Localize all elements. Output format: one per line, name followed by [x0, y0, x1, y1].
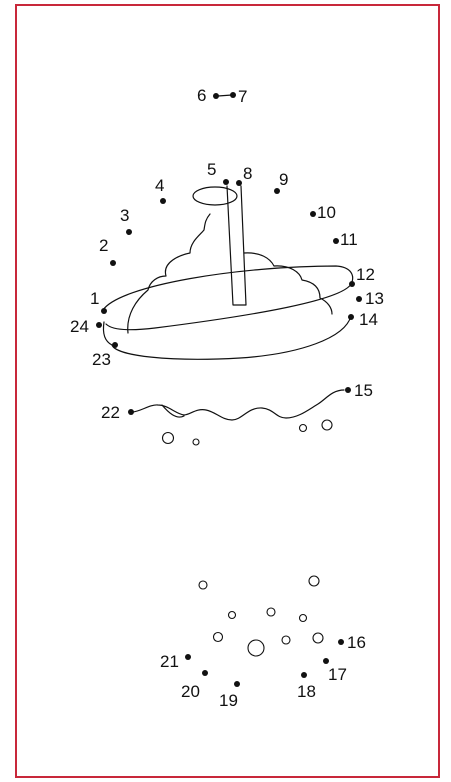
bubble: [227, 610, 237, 620]
bubble: [321, 419, 333, 431]
dot-8: [236, 180, 242, 186]
dot-14: [348, 314, 354, 320]
dot-label-24: 24: [70, 317, 89, 336]
dot-5: [223, 179, 229, 185]
dot-label-20: 20: [181, 682, 200, 701]
dot-9: [274, 188, 280, 194]
dot-label-13: 13: [365, 289, 384, 308]
dot-label-3: 3: [120, 206, 129, 225]
dot-12: [349, 281, 355, 287]
numbered-dots[interactable]: 1 2 3 4 5 6 7 8 9 10 11 12 13 14 15 16 1: [70, 86, 384, 710]
dot-label-4: 4: [155, 176, 164, 195]
dot-19: [234, 681, 240, 687]
dot-17: [323, 658, 329, 664]
dot-label-12: 12: [356, 265, 375, 284]
bubble: [281, 635, 291, 645]
dot-20: [202, 670, 208, 676]
dot-label-5: 5: [207, 160, 216, 179]
dot-16: [338, 639, 344, 645]
bubble: [308, 575, 320, 587]
dish-outline: [102, 265, 354, 360]
cream-mound-outline: [127, 213, 333, 334]
bubble: [161, 431, 175, 445]
dot-label-22: 22: [101, 403, 120, 422]
dot-13: [356, 296, 362, 302]
dot-1: [101, 308, 107, 314]
dot-4: [160, 198, 166, 204]
bubble: [192, 438, 200, 446]
bubble: [312, 632, 324, 644]
dot-15: [345, 387, 351, 393]
dot-label-11: 11: [340, 230, 358, 249]
dot-label-16: 16: [347, 633, 366, 652]
bubble: [198, 580, 208, 590]
bubble: [212, 631, 224, 643]
dot-label-14: 14: [359, 310, 378, 329]
bubbles: [161, 419, 333, 657]
dot-label-8: 8: [243, 164, 252, 183]
dot-6: [213, 93, 219, 99]
dot-21: [185, 654, 191, 660]
dot-label-9: 9: [279, 170, 288, 189]
dot-label-17: 17: [328, 665, 347, 684]
dot-label-15: 15: [354, 381, 373, 400]
dot-label-21: 21: [160, 652, 179, 671]
dot-23: [112, 342, 118, 348]
dot-18: [301, 672, 307, 678]
dot-label-10: 10: [317, 203, 336, 222]
stick-outline: [192, 185, 247, 306]
dot-label-2: 2: [99, 236, 108, 255]
dot-label-1: 1: [90, 289, 99, 308]
dot-7: [230, 92, 236, 98]
dot-label-6: 6: [197, 86, 206, 105]
dot-label-18: 18: [297, 682, 316, 701]
dot-3: [126, 229, 132, 235]
dot-24: [96, 322, 102, 328]
worksheet-frame: [15, 4, 440, 778]
dot-label-7: 7: [238, 87, 247, 106]
bubble: [298, 613, 308, 623]
dot-22: [128, 409, 134, 415]
dot-label-23: 23: [92, 350, 111, 369]
cloud-outline: [131, 389, 345, 421]
bubble: [247, 639, 265, 657]
dot-10: [310, 211, 316, 217]
bubble: [298, 423, 308, 433]
bubble: [266, 607, 276, 617]
dot-label-19: 19: [219, 691, 238, 710]
dot-11: [333, 238, 339, 244]
dot-connector-6-7: [217, 94, 233, 97]
dot-2: [110, 260, 116, 266]
